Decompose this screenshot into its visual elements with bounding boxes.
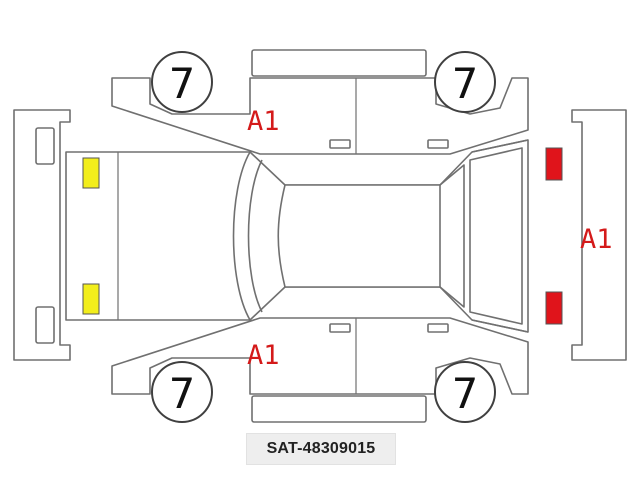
front-bumper [13, 109, 71, 361]
tire-front-right-grade: 7 [169, 369, 196, 418]
tire-rear-right: 7 [434, 361, 496, 423]
tire-front-left: 7 [151, 51, 213, 113]
car-body-top-view [65, 139, 529, 333]
right-side-panel [111, 317, 529, 423]
damage-mark-right-side: A1 [247, 340, 280, 371]
rear-lamp-upper [545, 147, 563, 181]
rear-lamp-lower [545, 291, 563, 325]
damage-mark-left-side: A1 [247, 106, 280, 137]
tire-front-left-grade: 7 [169, 59, 196, 108]
damage-mark-rear: A1 [580, 224, 613, 255]
tire-rear-right-grade: 7 [452, 369, 479, 418]
front-lamp-lower [82, 283, 100, 315]
left-side-panel [111, 49, 529, 155]
reference-code: SAT-48309015 [246, 433, 396, 465]
rear-bumper [571, 109, 627, 361]
front-lamp-upper [82, 157, 100, 189]
tire-rear-left-grade: 7 [452, 59, 479, 108]
tire-rear-left: 7 [434, 51, 496, 113]
tire-front-right: 7 [151, 361, 213, 423]
